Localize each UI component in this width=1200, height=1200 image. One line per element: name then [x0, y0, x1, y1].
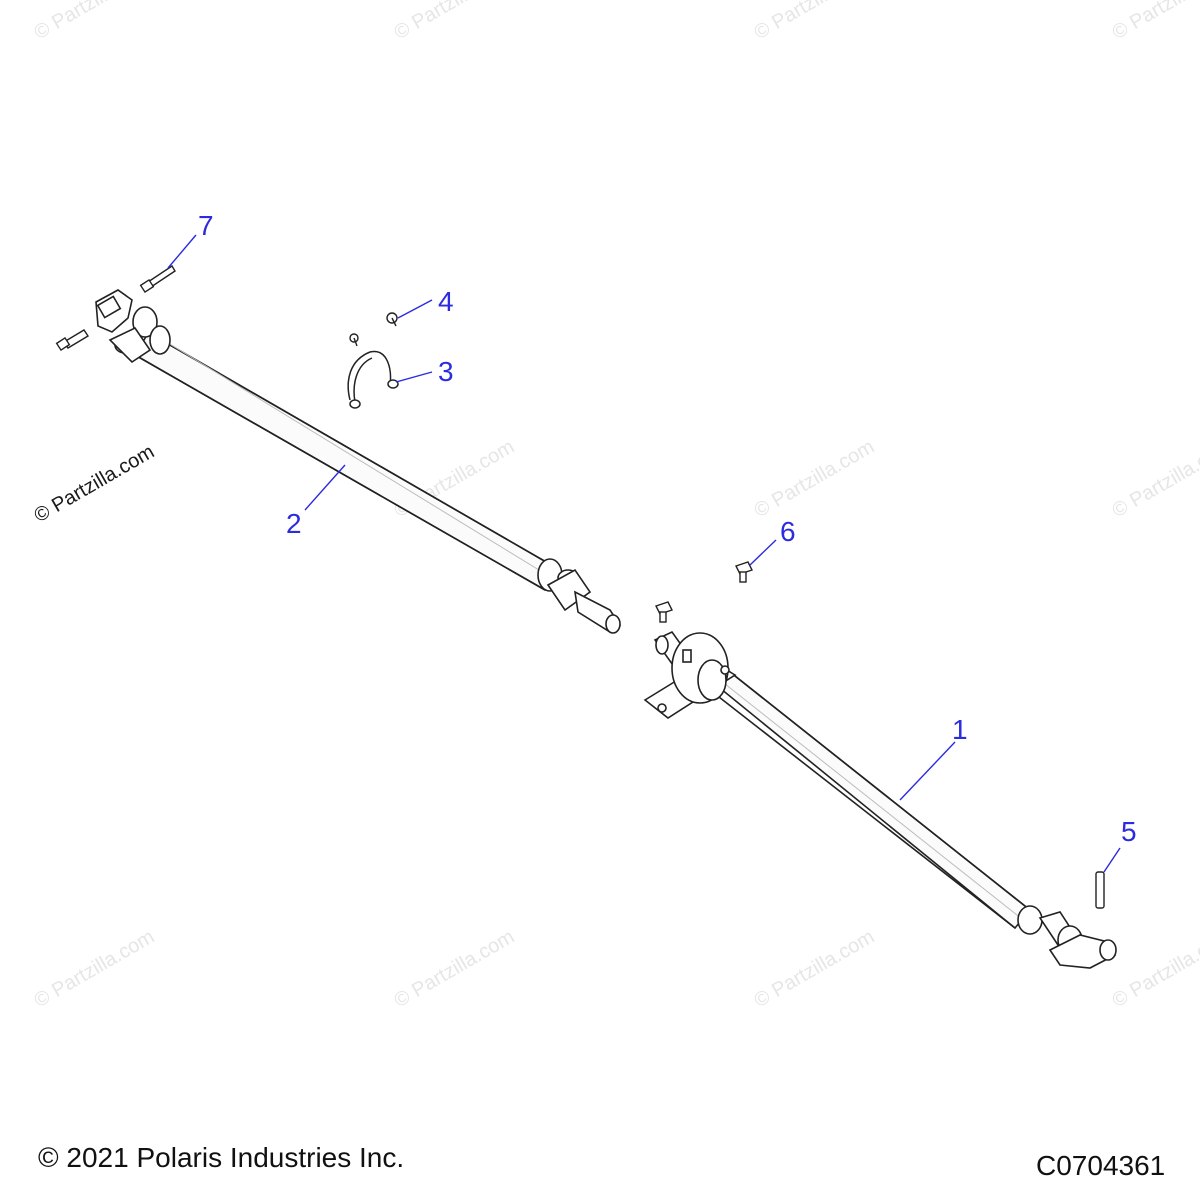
rear-u-joint [1017, 905, 1117, 969]
center-u-joint [537, 558, 622, 634]
callout-4: 4 [438, 286, 454, 317]
leader-3 [395, 371, 433, 383]
diagram-code: C0704361 [1036, 1150, 1166, 1181]
copyright-text: © 2021 Polaris Industries Inc. [38, 1142, 405, 1173]
pin-5 [1095, 871, 1105, 909]
front-u-joint [95, 289, 171, 364]
leader-1 [899, 741, 956, 801]
clamp-3 [347, 350, 399, 409]
callout-6: 6 [780, 516, 796, 547]
rear-drive-shaft [643, 630, 1117, 969]
front-drive-shaft [95, 289, 622, 634]
callout-1: 1 [952, 714, 968, 745]
bolt-6-lower [655, 601, 673, 623]
leader-7 [167, 234, 197, 269]
leader-5 [1103, 847, 1121, 873]
bolt-6-upper [735, 561, 753, 583]
bolt-7-lower [55, 329, 89, 352]
screw-4 [349, 312, 398, 347]
callout-5: 5 [1121, 816, 1137, 847]
bolt-7-upper [139, 265, 176, 294]
carrier-bearing [643, 632, 737, 719]
callout-3: 3 [438, 356, 454, 387]
leader-2 [304, 464, 346, 511]
callout-2: 2 [286, 508, 302, 539]
leader-4 [397, 299, 433, 319]
leader-lines [167, 234, 1121, 873]
callout-7: 7 [198, 210, 214, 241]
leader-6 [749, 539, 777, 566]
